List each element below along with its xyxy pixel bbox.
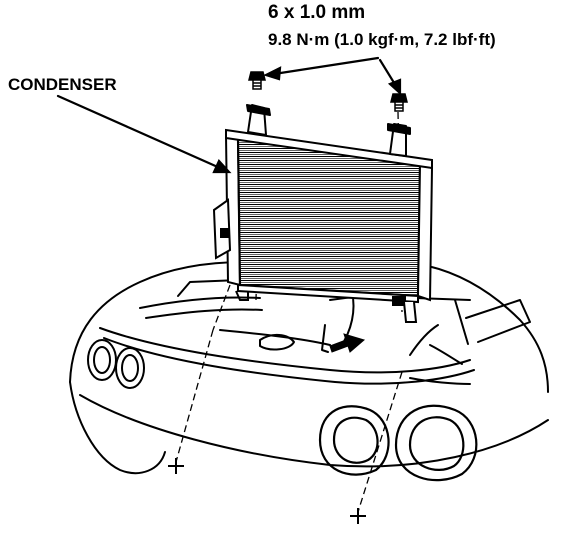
right-headlamps [318, 404, 478, 482]
bolt-right [390, 93, 408, 112]
left-headlamps [87, 339, 145, 389]
bolt-size-callout: 6 x 1.0 mm [268, 2, 366, 23]
vehicle-front-body [69, 261, 549, 475]
right-tank [416, 163, 434, 302]
condenser [212, 128, 434, 323]
ground-marks [168, 458, 366, 524]
bolt-left [248, 71, 266, 90]
condenser-label: CONDENSER [8, 75, 117, 94]
leader-lines [56, 56, 402, 174]
upper-mounting-brackets [246, 104, 411, 157]
torque-spec-callout: 9.8 N·m (1.0 kgf·m, 7.2 lbf·ft) [268, 30, 496, 49]
mounting-bolts [248, 71, 408, 112]
removal-direction-arrow [329, 333, 366, 353]
